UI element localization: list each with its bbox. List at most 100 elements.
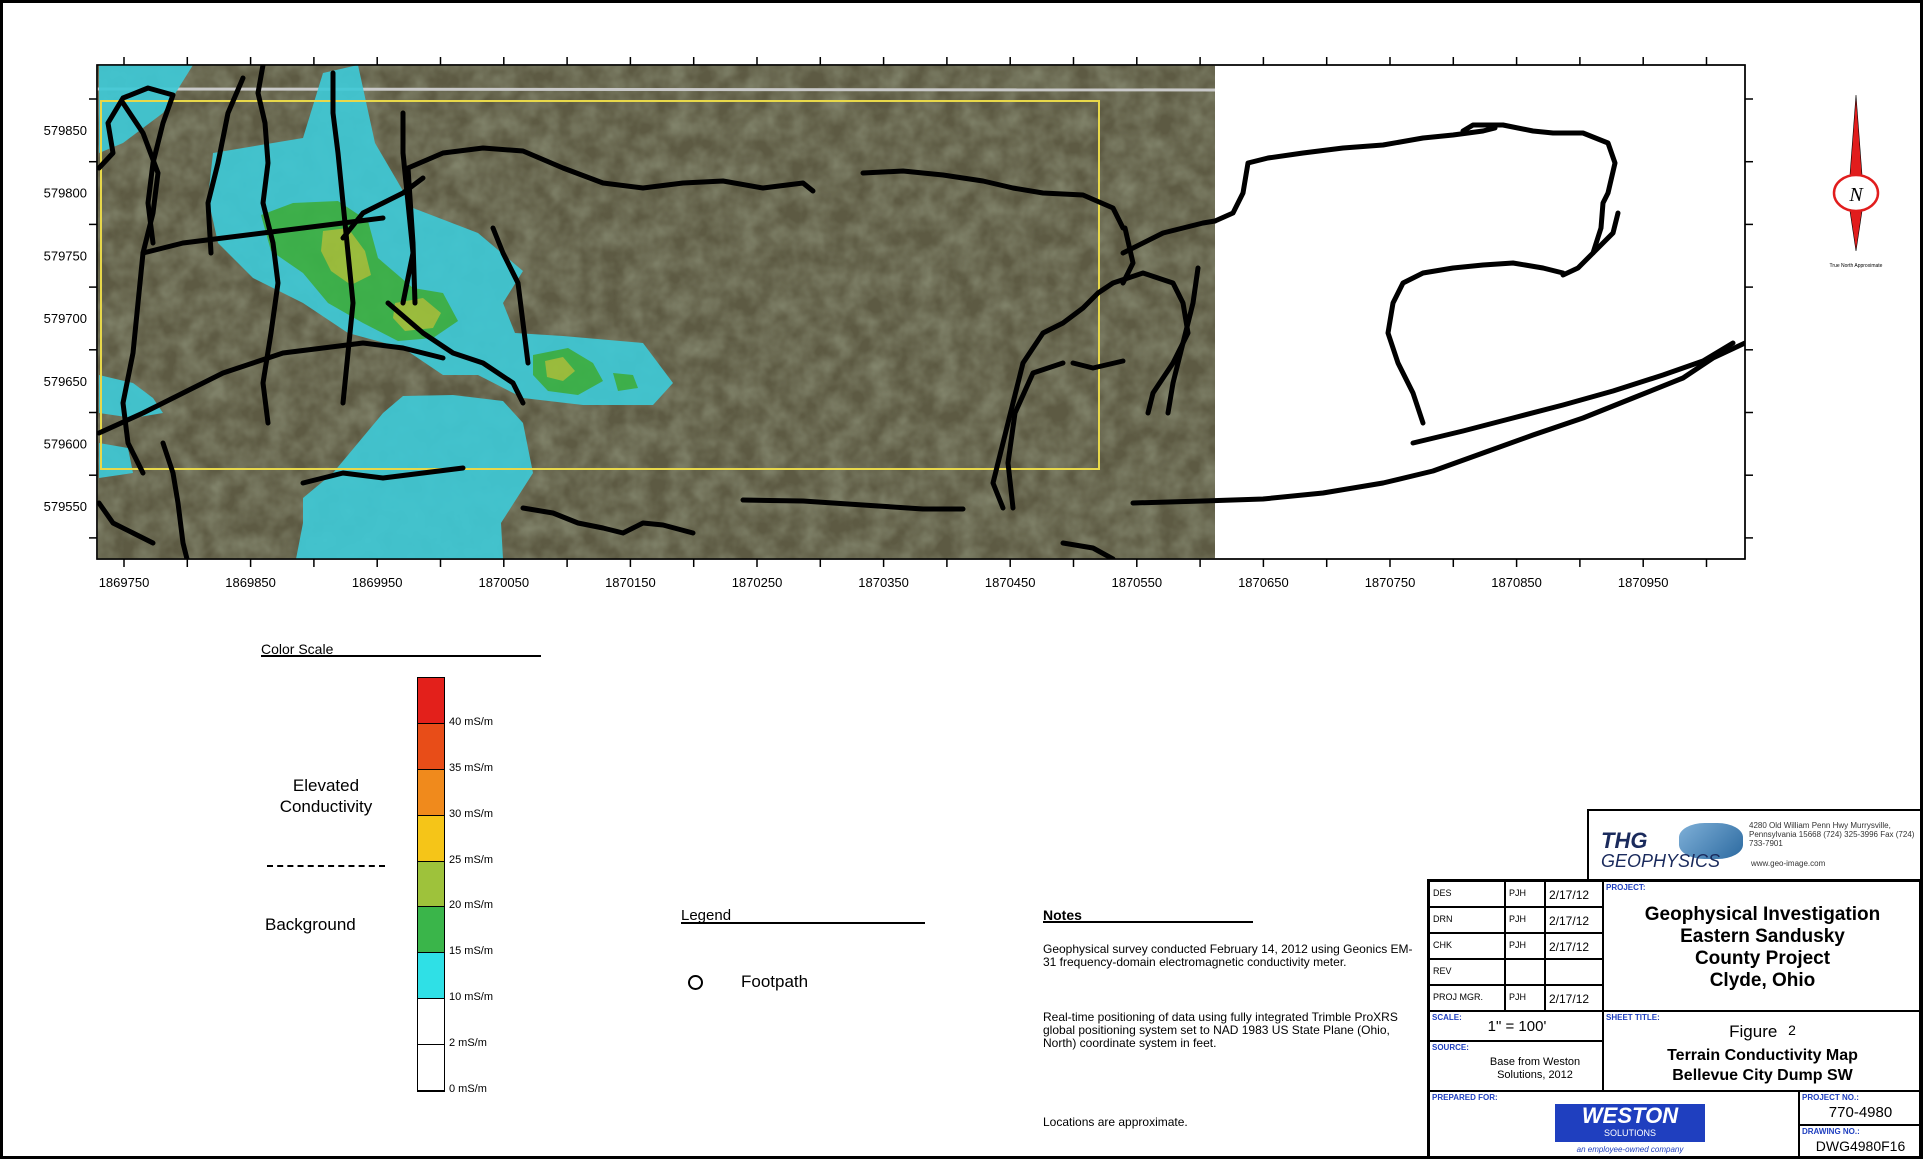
project-line-2: Eastern Sandusky <box>1680 926 1845 947</box>
prepared-for-cell: PREPARED FOR: WESTON SOLUTIONS an employ… <box>1429 1091 1799 1158</box>
signoff-date: 2/17/12 <box>1545 881 1603 907</box>
signoff-initials: PJH <box>1505 933 1545 959</box>
threshold-dash-line <box>267 865 385 867</box>
color-scale-band <box>418 953 444 1000</box>
color-scale-value: 0 mS/m <box>449 1083 487 1095</box>
figure-number: 2 <box>1788 1022 1796 1038</box>
color-scale-band <box>418 907 444 954</box>
y-tick-label: 579750 <box>44 248 87 263</box>
signoff-role: PROJ MGR. <box>1429 985 1505 1011</box>
x-tick-label: 1870150 <box>605 575 656 590</box>
project-cell: PROJECT: Geophysical Investigation Easte… <box>1603 881 1920 1011</box>
x-tick-label: 1870450 <box>985 575 1036 590</box>
sheet-title-cell: SHEET TITLE: Figure 2 Terrain Conductivi… <box>1603 1011 1920 1091</box>
signoff-date: 2/17/12 <box>1545 907 1603 933</box>
scale-value: 1" = 100' <box>1487 1018 1547 1035</box>
signoff-initials: PJH <box>1505 907 1545 933</box>
contour-10-ms-nw <box>99 65 193 153</box>
thg-website: www.geo-image.com <box>1751 859 1826 868</box>
color-scale-band <box>418 815 444 862</box>
project-no-cell: PROJECT NO.: 770-4980 <box>1799 1091 1920 1125</box>
y-tick-label: 579600 <box>44 437 87 452</box>
contour-20-ms-b <box>393 298 441 331</box>
y-tick-label: 579850 <box>44 123 87 138</box>
weston-logo: WESTON SOLUTIONS <box>1555 1104 1705 1142</box>
signoff-role: CHK <box>1429 933 1505 959</box>
footpath-tracks <box>97 65 1218 559</box>
project-label: PROJECT: <box>1606 883 1646 892</box>
color-scale-value: 35 mS/m <box>449 761 494 774</box>
contour-10-ms-south <box>296 395 533 559</box>
footpath-symbol-icon <box>688 975 703 990</box>
color-scale-value: 15 mS/m <box>449 945 494 958</box>
color-scale-rule <box>261 655 541 657</box>
axis-ticks <box>89 57 1753 567</box>
color-scale-title: Color Scale <box>261 641 334 657</box>
signoff-role: REV <box>1429 959 1505 985</box>
thg-logo-text: THG <box>1601 828 1648 853</box>
x-tick-label: 1869850 <box>225 575 276 590</box>
conductivity-map: 579850 579800 579750 579700 579650 579600 5795… <box>44 57 1883 590</box>
footpath-legend-label: Footpath <box>741 972 809 991</box>
color-scale-band <box>418 678 444 724</box>
x-tick-label: 1870750 <box>1365 575 1416 590</box>
y-tick-label: 579550 <box>44 499 87 514</box>
contour-10-ms-main <box>208 65 673 405</box>
figure-word: Figure <box>1729 1022 1778 1041</box>
weston-logo-text: WESTON <box>1581 1103 1679 1128</box>
y-tick-label: 579800 <box>44 186 87 201</box>
thg-logo-block: THG GEOPHYSICS 4280 Old William Penn Hwy… <box>1587 809 1922 881</box>
source-value: Base from Weston Solutions, 2012 <box>1489 1056 1581 1081</box>
x-tick-label: 1869750 <box>99 575 150 590</box>
sheet-title-line-2: Bellevue City Dump SW <box>1672 1067 1853 1084</box>
notes-title: Notes <box>1043 907 1082 923</box>
color-scale-band <box>418 861 444 908</box>
color-scale-value: 30 mS/m <box>449 807 494 820</box>
x-tick-label: 1870850 <box>1491 575 1542 590</box>
scale-label: SCALE: <box>1432 1013 1462 1022</box>
x-tick-label: 1870250 <box>732 575 783 590</box>
contour-15-ms-c <box>613 373 638 391</box>
project-no-label: PROJECT NO.: <box>1802 1093 1859 1102</box>
color-scale-value: 40 mS/m <box>449 715 494 728</box>
sheet-title-label: SHEET TITLE: <box>1606 1013 1660 1022</box>
imagery-road <box>97 87 1216 92</box>
color-scale-band <box>418 769 444 816</box>
signoff-initials <box>1505 959 1545 985</box>
y-tick-label: 579700 <box>44 311 87 326</box>
x-tick-label: 1870650 <box>1238 575 1289 590</box>
project-line-4: Clyde, Ohio <box>1709 970 1816 991</box>
signoff-role: DES <box>1429 881 1505 907</box>
note-positioning: Real-time positioning of data using full… <box>1043 1010 1398 1050</box>
color-scale-band <box>418 1045 444 1091</box>
y-tick-label: 579650 <box>44 374 87 389</box>
drawing-no-value: DWG4980F16 <box>1815 1138 1906 1154</box>
elevated-conductivity-label: Elevated Conductivity <box>279 776 373 816</box>
north-caption: True North Approximate <box>1830 263 1883 269</box>
scale-cell: SCALE: 1" = 100' <box>1429 1011 1603 1041</box>
color-scale-value: 2 mS/m <box>449 1037 487 1050</box>
north-letter: N <box>1848 184 1864 206</box>
signoff-role: DRN <box>1429 907 1505 933</box>
signoff-date: 2/17/12 <box>1545 985 1603 1011</box>
signoff-date <box>1545 959 1603 985</box>
x-tick-label: 1870550 <box>1111 575 1162 590</box>
survey-boundary <box>100 100 1100 470</box>
background-label: Background <box>265 915 356 934</box>
signoff-date: 2/17/12 <box>1545 933 1603 959</box>
color-scale-value: 25 mS/m <box>449 853 494 866</box>
contour-10-ms-west <box>99 375 163 418</box>
geophysics-logo-text: GEOPHYSICS <box>1601 851 1721 871</box>
y-axis-labels: 579850 579800 579750 579700 579650 579600 5795… <box>44 123 87 514</box>
conductivity-contours <box>99 65 673 559</box>
drawing-no-label: DRAWING NO.: <box>1802 1127 1860 1136</box>
color-scale-value: 20 mS/m <box>449 899 494 912</box>
color-scale-bar <box>417 677 445 1092</box>
notes-rule <box>1043 921 1253 923</box>
x-tick-label: 1870350 <box>858 575 909 590</box>
note-approximate: Locations are approximate. <box>1043 1115 1188 1129</box>
source-cell: SOURCE: Base from Weston Solutions, 2012 <box>1429 1041 1603 1091</box>
source-label: SOURCE: <box>1432 1043 1469 1052</box>
